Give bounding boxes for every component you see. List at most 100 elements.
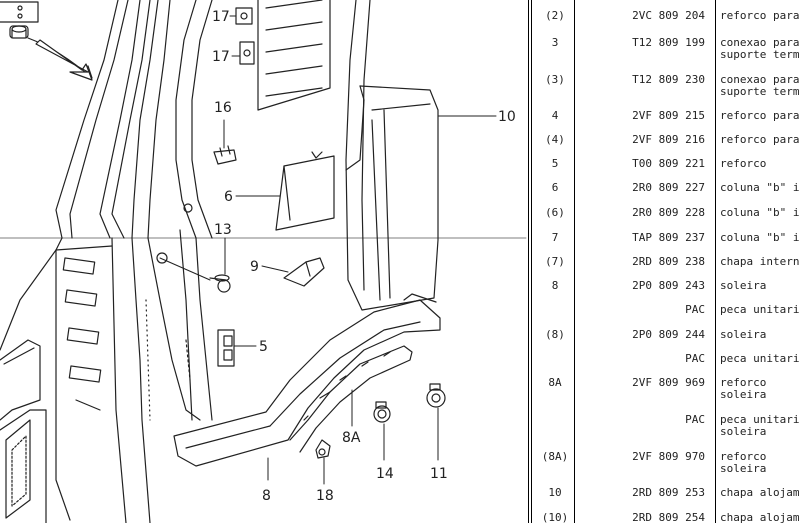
part-description: coluna "b" i [720, 231, 800, 244]
exploded-parts-diagram: 10 17 17 16 6 13 9 5 8A 14 11 8 18 [0, 0, 527, 523]
callout-13: 13 [214, 222, 232, 238]
part-description: chapa intern [720, 255, 800, 268]
part-number: PAC [574, 298, 716, 322]
part-number: T00 809 221 [574, 152, 716, 176]
part-position: 8 [551, 279, 559, 292]
part-position [536, 347, 575, 371]
part-number: PAC [574, 347, 716, 371]
callout-6: 6 [224, 189, 233, 205]
part-number: 2R0 809 227 [574, 176, 716, 200]
part-position: (6) [545, 206, 565, 219]
part-description: coluna "b" i [720, 181, 800, 194]
part-position: 8A [548, 376, 562, 389]
part-position: 7 [551, 231, 559, 244]
part-description: peca unitari soleira [720, 413, 800, 438]
parts-row: (2) 2VC 809 204 reforco para [536, 0, 800, 31]
part-description: reforco [720, 157, 767, 170]
fastener-11 [426, 383, 446, 408]
part-number: PAC [574, 406, 716, 445]
callout-11: 11 [430, 466, 448, 482]
part-position: 5 [551, 157, 559, 170]
parts-row: 4 2VF 809 215 reforco para [536, 104, 800, 128]
bracket-9 [283, 257, 325, 287]
part-description: reforco para [720, 9, 800, 22]
part-position: 10 [548, 486, 562, 499]
part-description: reforco soleira [720, 376, 767, 401]
part-number: 2P0 809 243 [574, 273, 716, 298]
part-description: conexao para suporte term [720, 73, 800, 98]
part-position: 4 [551, 109, 559, 122]
parts-row: 8 2P0 809 243 soleira [536, 273, 800, 298]
leader-lines [159, 15, 497, 485]
part-position [536, 298, 575, 322]
callout-10: 10 [498, 109, 516, 125]
parts-row: PAC peca unitari [536, 298, 800, 322]
callout-labels: 10 17 17 16 6 13 9 5 8A 14 11 8 18 [212, 9, 516, 504]
clip-16 [213, 145, 237, 165]
part-number: 2VF 809 970 [574, 445, 716, 481]
fastener-14 [373, 401, 391, 423]
callout-14: 14 [376, 466, 394, 482]
parts-row: (6) 2R0 809 228 coluna "b" i [536, 200, 800, 225]
part-position: 3 [551, 36, 559, 49]
part-description: reforco soleira [720, 450, 767, 475]
bracket-6 [275, 151, 335, 231]
part-number: 2VF 809 215 [574, 104, 716, 128]
part-number: 2RD 809 238 [574, 250, 716, 273]
part-description: coluna "b" i [720, 206, 800, 219]
callout-8a: 8A [342, 430, 361, 446]
pillar-outer-left [0, 0, 151, 523]
part-description: soleira [720, 279, 767, 292]
part-description: peca unitari [720, 352, 800, 365]
part-number: 2VF 809 969 [574, 371, 716, 406]
rear-panel-fragment [0, 339, 47, 523]
part-number: 2VF 809 216 [574, 128, 716, 152]
part-position: (10) [541, 511, 569, 523]
part-description: reforco para [720, 133, 800, 146]
part-description: peca unitari [720, 303, 800, 316]
callout-17b: 17 [212, 49, 230, 65]
part-position: (8A) [541, 450, 569, 463]
part-position: (3) [545, 73, 565, 86]
panel-divider [528, 0, 532, 523]
parts-row: PAC peca unitari [536, 347, 800, 371]
part-number: TAP 809 237 [574, 225, 716, 250]
callout-17a: 17 [212, 9, 230, 25]
part-position: (2) [545, 9, 565, 22]
part-number: 2P0 809 244 [574, 322, 716, 347]
part-position: (8) [545, 328, 565, 341]
part-description: reforco para [720, 109, 800, 122]
callout-9: 9 [250, 259, 259, 275]
bolt-13 [209, 274, 231, 293]
parts-row: 7 TAP 809 237 coluna "b" i [536, 225, 800, 250]
callout-18: 18 [316, 488, 334, 504]
reinforcement-5 [217, 329, 235, 367]
part-description: conexao para suporte term [720, 36, 800, 61]
part-number: T12 809 230 [574, 67, 716, 104]
window-panel-upper [235, 0, 331, 111]
parts-row: 5 T00 809 221 reforco [536, 152, 800, 176]
part-number: 2R0 809 228 [574, 200, 716, 225]
part-number: 2VC 809 204 [574, 0, 716, 31]
wheel-arch-panel-10 [345, 0, 439, 311]
part-position [536, 406, 575, 445]
part-description: chapa alojam [720, 511, 800, 523]
pillar-inner-middle [131, 0, 213, 523]
sill-and-arch-8 [173, 293, 441, 467]
callout-16: 16 [214, 100, 232, 116]
